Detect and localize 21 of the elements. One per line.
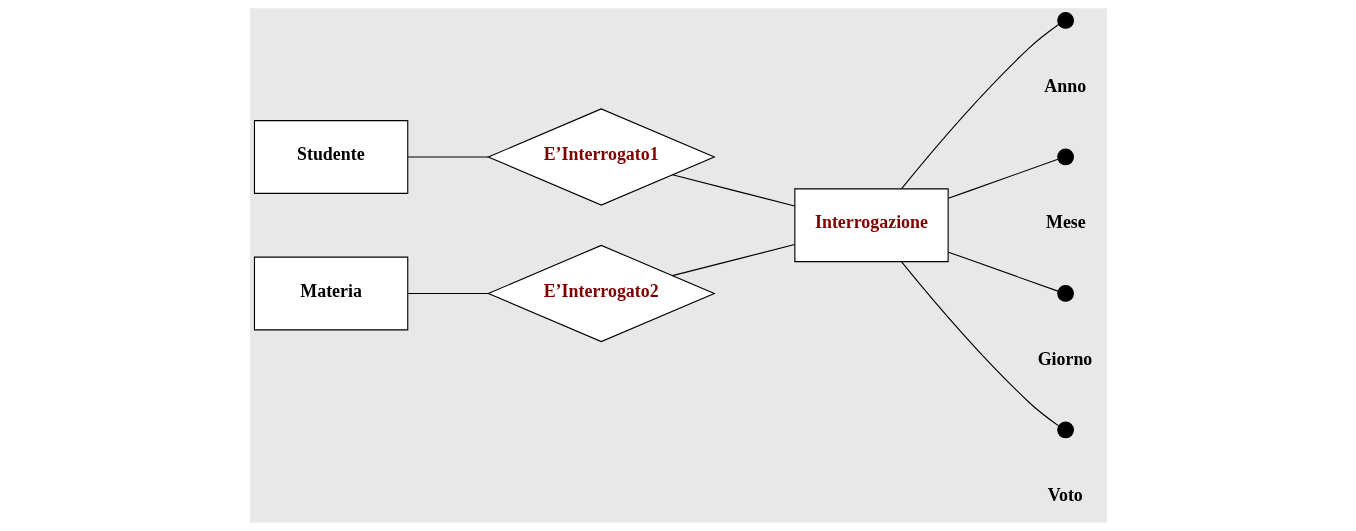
connector [947,158,1058,199]
node-circle [1056,421,1074,439]
node-box: Materia [253,256,408,331]
connector [900,261,1059,427]
node-label: Giorno [1037,348,1092,369]
node-label: Mese [1045,212,1086,233]
node-box: Interrogazione [793,188,949,263]
connector [947,251,1058,292]
connector [671,243,795,277]
node-circle [1056,285,1074,302]
node-circle [1056,12,1074,29]
node-diamond: E’Interrogato1 [486,108,716,206]
node-box: Studente [253,120,408,194]
connector [406,292,489,295]
connector [406,156,489,158]
connector [671,174,795,207]
connector [900,23,1059,190]
node-label: Anno [1043,75,1086,96]
node-circle [1056,148,1074,166]
node-label: Voto [1047,485,1083,506]
node-diamond: E’Interrogato2 [486,244,716,343]
